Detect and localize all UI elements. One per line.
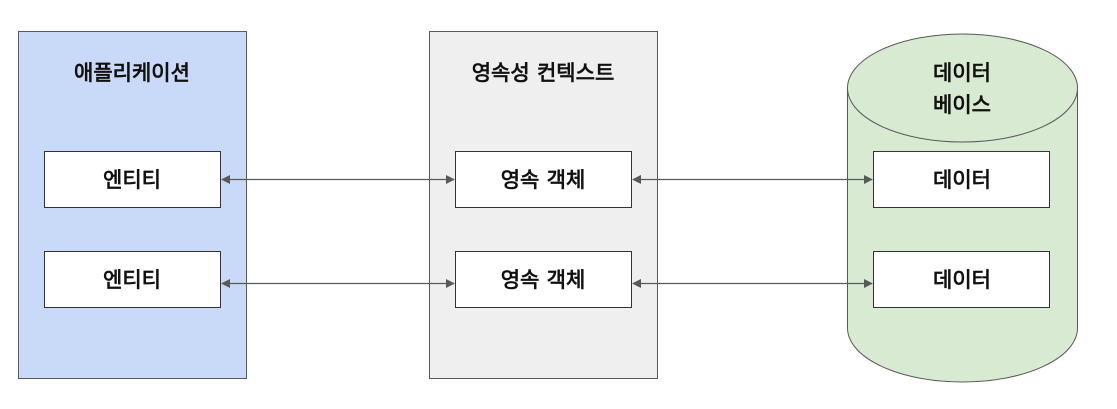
persistent-object-label: 영속 객체 bbox=[501, 168, 586, 192]
persistence-context-title: 영속성 컨텍스트 bbox=[472, 61, 615, 85]
persistent-object-box bbox=[455, 251, 632, 308]
data-record-box bbox=[873, 151, 1050, 208]
database-title-line2: 베이스 bbox=[933, 93, 991, 117]
persistent-object-label: 영속 객체 bbox=[501, 268, 586, 292]
entity-box bbox=[44, 251, 221, 308]
data-record-box bbox=[873, 251, 1050, 308]
database-cylinder-top bbox=[847, 33, 1078, 143]
data-record-label: 데이터 bbox=[933, 168, 991, 192]
application-title: 애플리케이션 bbox=[74, 61, 190, 85]
data-record-label: 데이터 bbox=[933, 268, 991, 292]
database-title-line1: 데이터 bbox=[933, 61, 991, 85]
persistent-object-box bbox=[455, 151, 632, 208]
entity-label: 엔티티 bbox=[103, 268, 161, 292]
entity-label: 엔티티 bbox=[103, 168, 161, 192]
entity-box bbox=[44, 151, 221, 208]
